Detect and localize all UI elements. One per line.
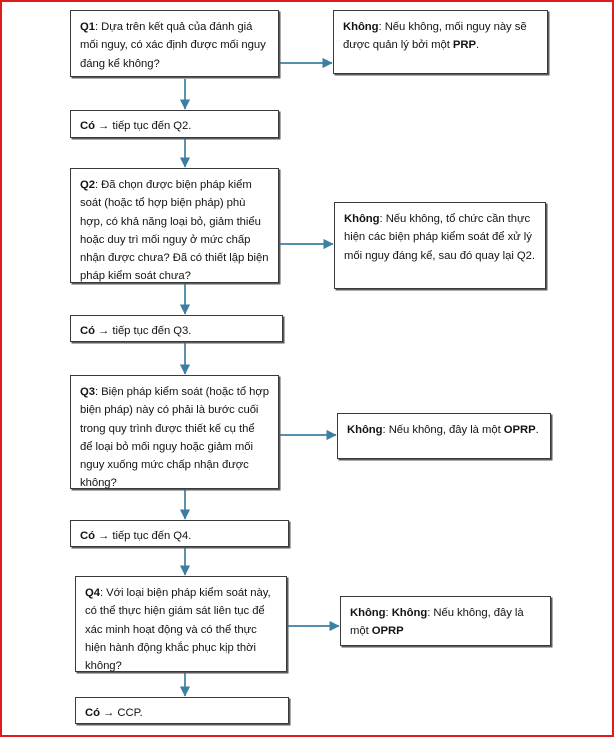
node-q1-text: : Dựa trên kết quả của đánh giá mối nguy… — [80, 21, 266, 70]
node-q1-no-text-after: . — [475, 39, 480, 52]
node-q1-no-term: PRP — [452, 39, 476, 52]
node-yes-q3-text: → tiếp tục đến Q3. — [94, 325, 192, 337]
node-q3-label: Q3 — [80, 386, 95, 398]
node-q1-no-text: : Nếu không, mối nguy này sẽ được quản l… — [343, 21, 527, 52]
node-q4-no-text: : Nếu không, đây là một — [350, 607, 524, 638]
node-q2[interactable]: Q2: Đã chọn được biện pháp kiểm soát (ho… — [70, 168, 279, 283]
node-yes-q3[interactable]: Có → tiếp tục đến Q3. — [70, 315, 283, 342]
node-q2-no[interactable]: Không: Nếu không, tổ chức cần thực hiện … — [334, 202, 546, 289]
node-q4[interactable]: Q4: Với loại biện pháp kiểm soát này, có… — [75, 576, 287, 672]
node-q3-no-text: : Nếu không, đây là một — [382, 424, 504, 436]
node-q1-no[interactable]: Không: Nếu không, mối nguy này sẽ được q… — [333, 10, 548, 74]
node-q3-no-term: OPRP — [503, 424, 536, 436]
node-yes-q4-label: Có — [80, 530, 95, 542]
node-q3-no-text-after: . — [535, 424, 539, 436]
node-q4-no-sep: : — [385, 607, 392, 619]
node-q1-no-label: Không — [343, 21, 379, 33]
node-yes-ccp[interactable]: Có → CCP. — [75, 697, 289, 724]
node-q1[interactable]: Q1: Dựa trên kết quả của đánh giá mối ng… — [70, 10, 279, 77]
node-q3-text: : Biện pháp kiểm soát (hoặc tổ hợp biện … — [80, 386, 269, 490]
node-q2-no-label: Không — [344, 213, 380, 225]
node-q2-text: : Đã chọn được biện pháp kiểm soát (hoặc… — [80, 179, 269, 283]
node-q4-no-term: OPRP — [371, 625, 404, 638]
node-yes-q2[interactable]: Có → tiếp tục đến Q2. — [70, 110, 279, 138]
node-q4-label: Q4 — [85, 587, 100, 599]
node-q4-no-label: Không — [350, 607, 386, 619]
node-yes-ccp-text: → CCP. — [99, 707, 143, 719]
node-yes-q2-label: Có — [80, 120, 95, 132]
node-q2-label: Q2 — [80, 179, 95, 191]
node-q3[interactable]: Q3: Biện pháp kiểm soát (hoặc tổ hợp biệ… — [70, 375, 279, 489]
node-q4-no-label2: Không — [391, 607, 428, 619]
node-q1-label: Q1 — [80, 21, 95, 33]
node-q2-no-text: : Nếu không, tổ chức cần thực hiện các b… — [344, 213, 535, 262]
node-yes-q4[interactable]: Có → tiếp tục đến Q4. — [70, 520, 289, 547]
node-yes-ccp-label: Có — [85, 707, 100, 719]
node-q4-text: : Với loại biện pháp kiểm soát này, có t… — [85, 587, 271, 673]
node-q3-no[interactable]: Không: Nếu không, đây là một OPRP. — [337, 413, 551, 459]
node-q4-no[interactable]: Không: Không: Nếu không, đây là một OPRP — [340, 596, 551, 646]
node-q3-no-label: Không — [347, 424, 383, 436]
node-yes-q3-label: Có — [80, 325, 95, 337]
node-yes-q2-text: → tiếp tục đến Q2. — [94, 120, 192, 132]
node-yes-q4-text: → tiếp tục đến Q4. — [94, 530, 192, 542]
